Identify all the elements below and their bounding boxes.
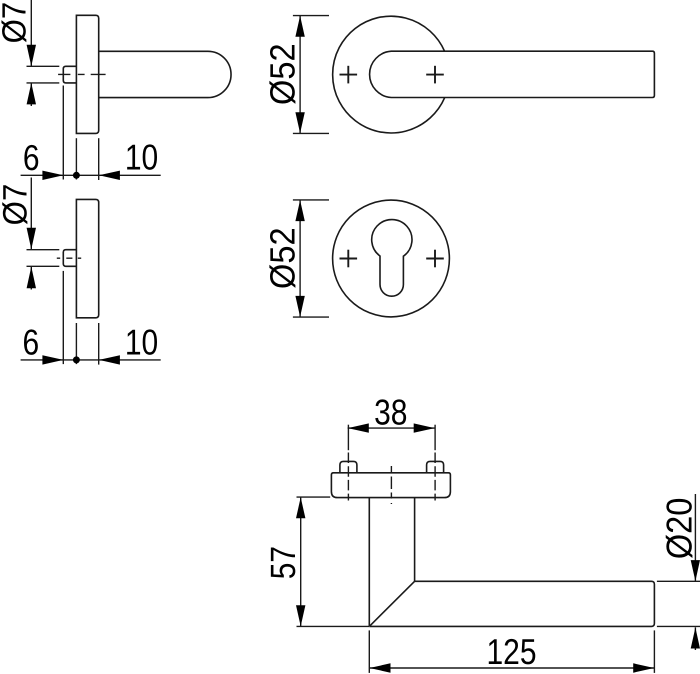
svg-text:6: 6 — [23, 139, 40, 179]
svg-text:10: 10 — [125, 138, 158, 178]
svg-text:Ø52: Ø52 — [264, 43, 303, 105]
svg-text:10: 10 — [125, 323, 158, 363]
svg-text:Ø7: Ø7 — [0, 184, 34, 226]
svg-text:Ø52: Ø52 — [264, 227, 303, 289]
svg-text:6: 6 — [22, 323, 39, 363]
svg-text:38: 38 — [374, 393, 407, 433]
svg-text:Ø7: Ø7 — [0, 2, 33, 44]
svg-text:57: 57 — [264, 546, 303, 579]
svg-text:125: 125 — [486, 633, 536, 673]
svg-text:Ø20: Ø20 — [660, 498, 700, 560]
